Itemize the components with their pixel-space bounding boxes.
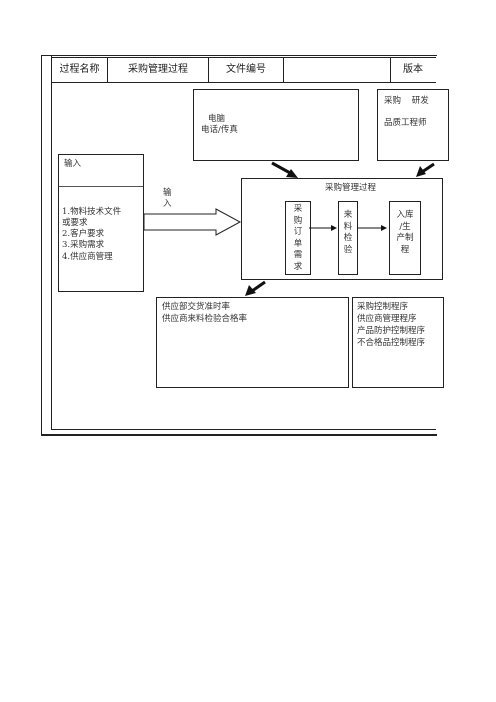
input-hollow-arrow — [143, 208, 242, 236]
process-title: 采购管理过程 — [325, 183, 377, 193]
input-box: 输入 1.物料技术文件 或要求 2.客户要求 3.采购需求 4.供应商管理 — [58, 154, 144, 292]
personnel-line-2: 品质工程师 — [384, 118, 427, 128]
document-frame — [41, 55, 437, 436]
input-box-title: 输入 — [64, 159, 82, 169]
input-arrow-label: 输 入 — [163, 188, 172, 209]
metric-line-2: 供应商来料检验合格率 — [162, 314, 248, 324]
step-purchase-order: 采 购 订 单 需 求 — [285, 201, 311, 275]
step-warehouse-production-label: 入库 /生 产制 程 — [396, 210, 414, 255]
step-warehouse-production: 入库 /生 产制 程 — [389, 201, 421, 275]
step-arrow-1 — [309, 225, 337, 231]
step-incoming-inspection: 来 料 检 验 — [338, 201, 358, 275]
resources-line-2: 电话/传真 — [201, 125, 238, 135]
personnel-line-1: 采购 研发 — [384, 96, 429, 106]
metrics-box: 供应部交货准时率 供应商来料检验合格率 — [156, 297, 349, 388]
procedure-line-3: 产品防护控制程序 — [357, 326, 426, 336]
frame-inner-bottom — [51, 429, 436, 430]
input-item-1: 1.物料技术文件 — [62, 207, 122, 217]
version-label: 版本 — [403, 64, 423, 75]
step-purchase-order-label: 采 购 订 单 需 求 — [293, 204, 303, 272]
procedure-line-4: 不合格品控制程序 — [357, 338, 426, 348]
frame-inner-border — [51, 55, 52, 429]
personnel-box: 采购 研发 品质工程师 — [377, 89, 449, 161]
procedure-line-2: 供应商管理程序 — [357, 314, 417, 324]
doc-number-label: 文件编号 — [209, 58, 284, 82]
process-box: 采购管理过程 采 购 订 单 需 求 来 料 检 验 入库 /生 产制 程 — [241, 178, 443, 280]
personnel-arrow — [416, 162, 435, 177]
step-incoming-inspection-label: 来 料 检 验 — [343, 210, 353, 255]
resources-line-1: 电脑 — [208, 114, 226, 124]
input-box-divider — [59, 186, 143, 187]
step-arrow-2 — [357, 225, 387, 231]
input-item-5: 4.供应商管理 — [62, 252, 113, 262]
input-item-3: 2.客户要求 — [62, 229, 105, 239]
input-item-2: 或要求 — [62, 218, 88, 228]
metric-line-1: 供应部交货准时率 — [162, 302, 231, 312]
procedures-box: 采购控制程序 供应商管理程序 产品防护控制程序 不合格品控制程序 — [352, 297, 444, 388]
metrics-arrow — [245, 280, 266, 296]
doc-number-value — [284, 58, 391, 82]
resources-arrow — [271, 161, 298, 178]
procedure-line-1: 采购控制程序 — [357, 302, 409, 312]
process-name-label: 过程名称 — [52, 58, 108, 82]
input-item-4: 3.采购需求 — [62, 240, 105, 250]
process-name-value: 采购管理过程 — [108, 58, 209, 82]
resources-box: 电脑 电话/传真 — [193, 89, 359, 161]
header-row: 过程名称 采购管理过程 文件编号 版本 — [52, 57, 436, 83]
